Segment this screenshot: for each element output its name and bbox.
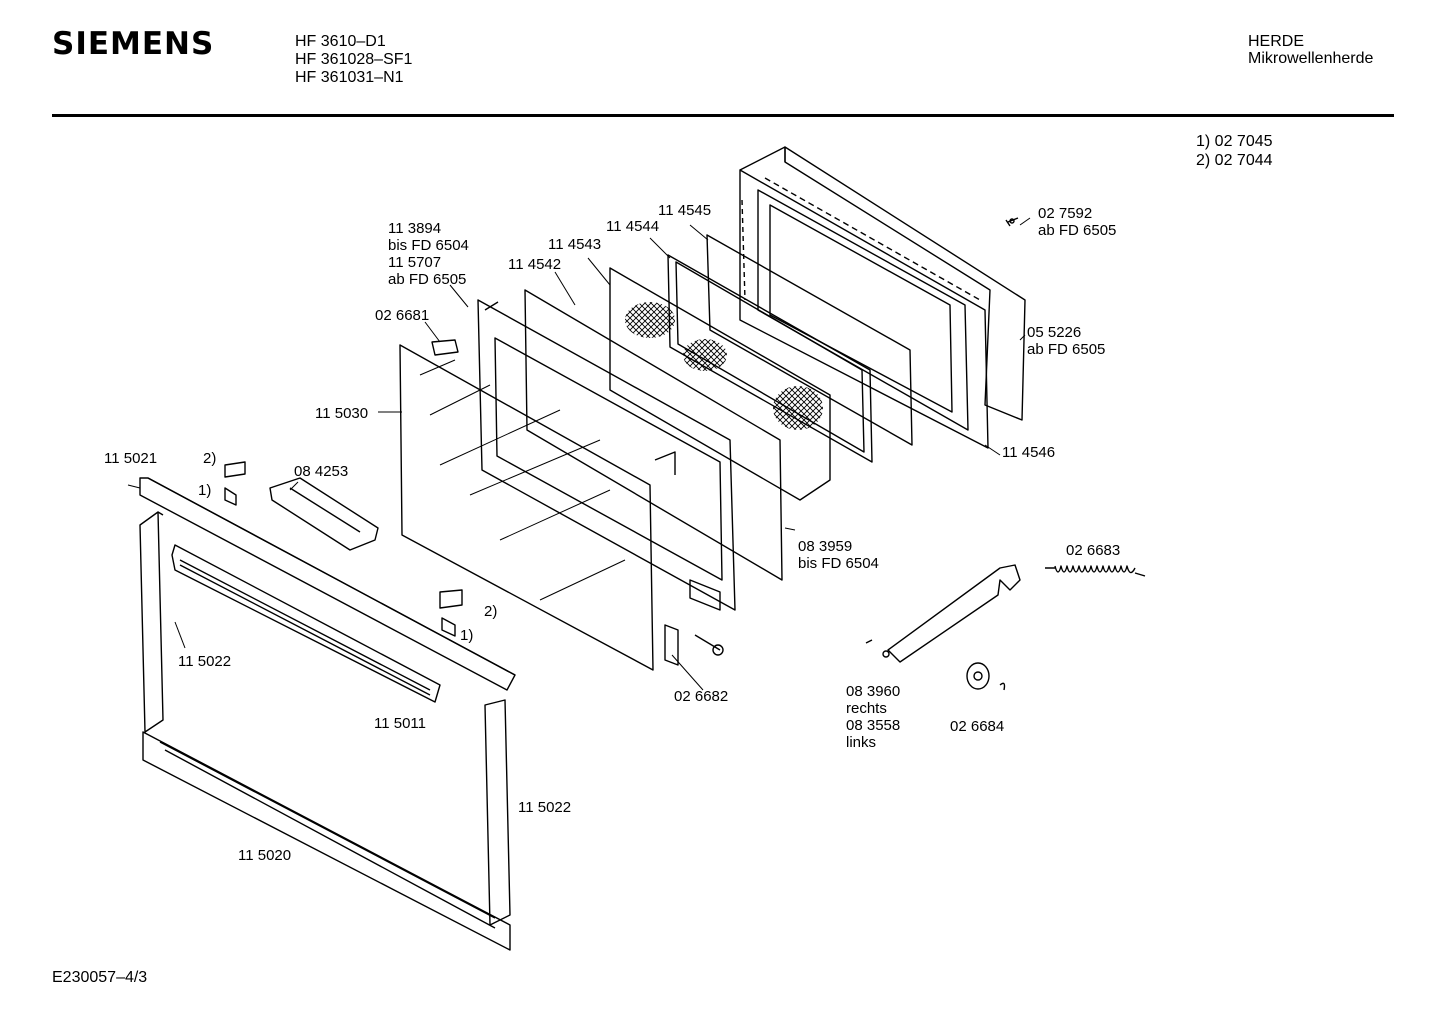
clip-label-1: 1) [460,627,474,644]
part-label-115011: 11 5011 [374,715,426,732]
clip-middle [439,589,463,637]
part-label-114543: 11 4543 [548,236,602,253]
part-label-114544: 11 4544 [606,218,660,235]
part-label-027592: 02 7592 ab FD 6505 [1038,205,1117,239]
category-block: HERDE Mikrowellenherde [1248,33,1373,67]
handle-bar [171,544,441,703]
drawing-code: E230057–4/3 [52,969,148,986]
part-label-083959: 08 3959 bis FD 6504 [798,538,879,572]
subcategory: Mikrowellenherde [1248,50,1374,67]
inner-seal [524,289,783,581]
right-side-trim [484,699,511,926]
clip-top [224,461,246,506]
clip-label-2: 2) [484,603,498,620]
part-label-083960: 08 3960 rechts 08 3558 links [846,683,901,751]
hinge-lever [865,564,1021,663]
part-label-115022-left: 11 5022 [178,653,232,670]
part-label-115021: 11 5021 [104,450,158,467]
clip-label-1: 1) [198,482,212,499]
inner-door-frame [477,299,736,611]
latch-pin [431,339,459,356]
part-label-115022-right: 11 5022 [518,799,572,816]
model-list: HF 3610–D1 HF 361028–SF1 HF 361031–N1 [295,33,412,87]
hinge-bracket [654,451,721,611]
part-label-115030: 11 5030 [315,405,369,422]
top-trim [139,477,516,691]
bottom-trim [142,731,511,951]
footnote: 1) 02 7045 [1196,133,1273,150]
model-number: HF 361031–N1 [295,69,404,86]
screw [1005,217,1019,227]
header-rule [52,114,1394,117]
part-label-114542: 11 4542 [508,256,562,273]
part-label-026683: 02 6683 [1066,542,1121,559]
category: HERDE [1248,33,1305,50]
part-label-114545: 11 4545 [658,202,712,219]
part-label-113894: 11 3894 bis FD 6504 11 5707 ab FD 6505 [388,220,469,288]
door-handle [269,477,379,551]
front-glass [399,344,654,671]
part-label-026681: 02 6681 [375,307,430,324]
shielding-plate [609,267,831,501]
part-label-114546: 11 4546 [1002,444,1056,461]
spring [1045,565,1146,577]
model-number: HF 361028–SF1 [295,51,413,68]
clip-label-2: 2) [203,450,217,467]
part-label-084253: 08 4253 [294,463,349,480]
glass-pane-rear [706,234,913,446]
leader-lines [127,217,1031,691]
part-label-026682: 02 6682 [674,688,729,705]
part-label-055226: 05 5226 ab FD 6505 [1027,324,1106,358]
model-number: HF 3610–D1 [295,33,386,50]
roller [966,662,1006,691]
footnote: 2) 02 7044 [1196,152,1273,169]
left-side-trim [139,511,164,733]
part-label-026684: 02 6684 [950,718,1005,735]
hinge-bolt [664,624,724,666]
footnotes: 1) 02 7045 2) 02 7044 [1196,132,1273,170]
brand-logo: SIEMENS [52,26,215,62]
part-label-115020: 11 5020 [238,847,292,864]
rear-seal-frame [739,146,1026,449]
